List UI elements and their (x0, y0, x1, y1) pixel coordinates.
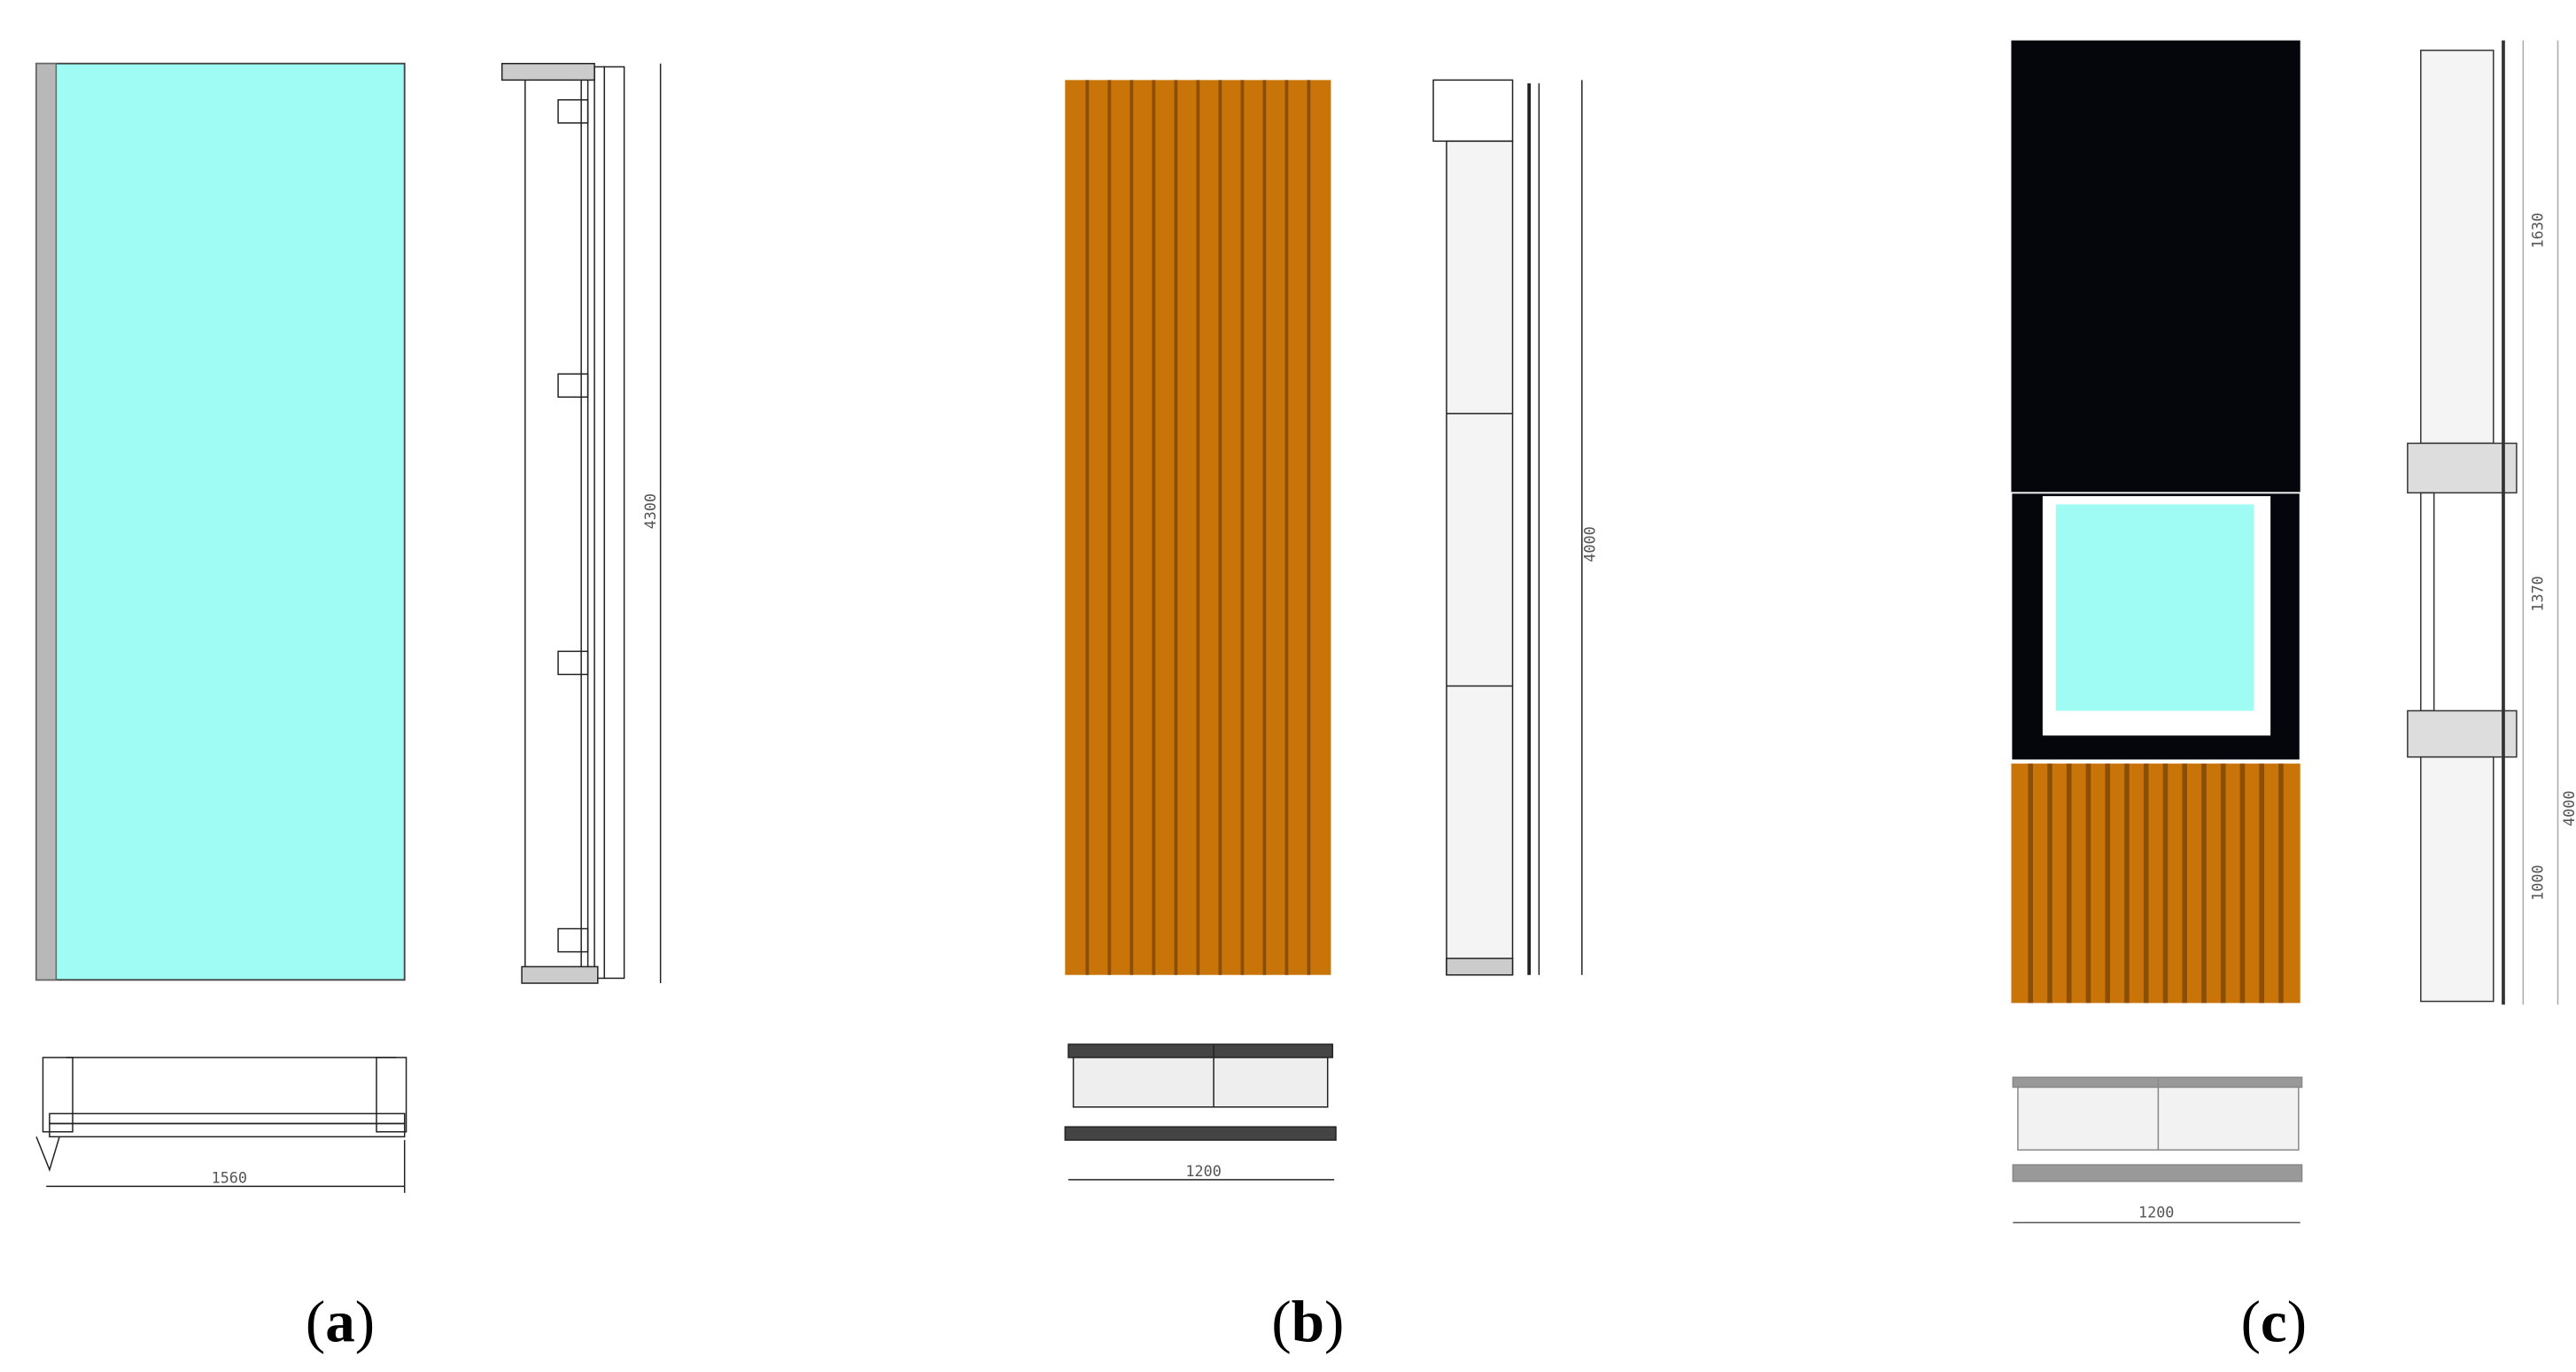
wood-panel-lower (2011, 764, 2301, 1004)
side-section-a (500, 62, 662, 984)
lower-dimension-c: 1000 (2529, 864, 2547, 900)
side-section-b (1432, 79, 1583, 976)
width-dimension-c: 1200 (2138, 1204, 2174, 1221)
middle-dimension-c: 1370 (2529, 576, 2547, 611)
height-dimension-a: 4300 (641, 493, 659, 529)
panel-b: 4000 1200 (b) (1064, 79, 1599, 1355)
plan-section-b (1064, 1043, 1337, 1181)
plan-section-c (2012, 1076, 2303, 1224)
plan-section-a (35, 1057, 407, 1193)
panel-c: 1630 1370 1000 4000 1200 (c) (2010, 40, 2576, 1355)
glass-window (2055, 504, 2254, 711)
panel-a: 4300 1560 (a) (35, 62, 662, 1355)
caption-a: (a) (306, 1289, 375, 1355)
black-spandrel-panel (2011, 40, 2301, 493)
frame-edge (35, 62, 58, 981)
width-dimension-a: 1560 (212, 1169, 247, 1187)
height-dimension-b: 4000 (1581, 526, 1599, 562)
glass-panel-elevation (35, 62, 406, 981)
side-section-c (2407, 40, 2559, 1005)
upper-dimension-c: 1630 (2529, 213, 2547, 248)
height-dimension-c: 4000 (2560, 791, 2576, 826)
caption-c: (c) (2241, 1289, 2307, 1355)
width-dimension-b: 1200 (1185, 1162, 1221, 1180)
caption-b: (b) (1271, 1289, 1344, 1355)
